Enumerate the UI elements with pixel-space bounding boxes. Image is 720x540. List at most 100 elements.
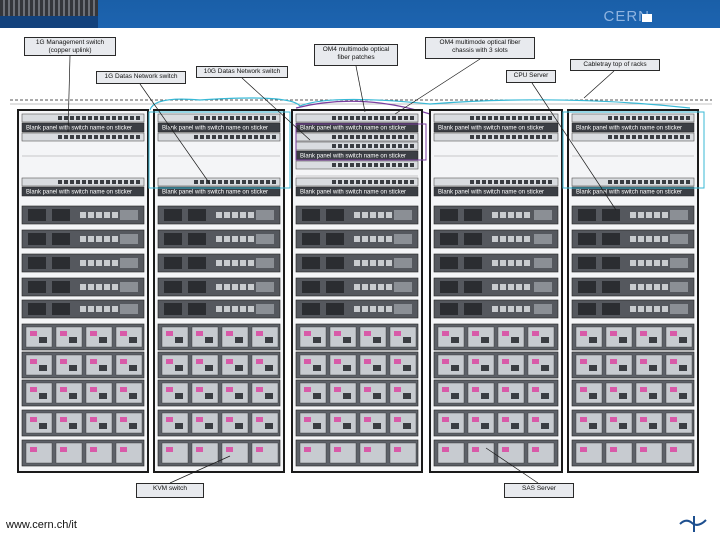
switch-port bbox=[494, 135, 498, 139]
server-psu bbox=[326, 233, 344, 245]
switch-port bbox=[500, 116, 504, 120]
switch-port bbox=[392, 163, 396, 167]
switch-port bbox=[94, 180, 98, 184]
switch-port bbox=[524, 180, 528, 184]
server-port bbox=[654, 306, 660, 312]
kvm-bay bbox=[389, 442, 417, 464]
switch-port bbox=[404, 116, 408, 120]
blank-panel-label: Blank panel with switch name on sticker bbox=[438, 126, 544, 132]
sas-connector bbox=[472, 417, 479, 422]
switch-port bbox=[338, 116, 342, 120]
server-psu bbox=[164, 281, 182, 293]
server-port bbox=[216, 306, 222, 312]
switch-port bbox=[608, 116, 612, 120]
sas-connector bbox=[256, 387, 263, 392]
switch-port bbox=[260, 135, 264, 139]
server-psu bbox=[52, 209, 70, 221]
server-port bbox=[500, 306, 506, 312]
blank-panel-label: Blank panel with switch name on sticker bbox=[300, 190, 406, 196]
switch-port bbox=[344, 116, 348, 120]
switch-port bbox=[686, 135, 690, 139]
blank-panel bbox=[21, 122, 145, 133]
sas-connector bbox=[670, 359, 677, 364]
server-card bbox=[534, 210, 552, 220]
switch-port bbox=[410, 180, 414, 184]
server-port bbox=[96, 236, 102, 242]
switch-port bbox=[254, 180, 258, 184]
switch-port bbox=[368, 180, 372, 184]
server-port bbox=[362, 306, 368, 312]
sas-connector bbox=[196, 417, 203, 422]
switch-port bbox=[674, 135, 678, 139]
switch-port bbox=[266, 135, 270, 139]
switch-port bbox=[82, 116, 86, 120]
kvm-bay bbox=[437, 442, 465, 464]
switch-port bbox=[362, 144, 366, 148]
sas-connector bbox=[226, 387, 233, 392]
server-card bbox=[670, 210, 688, 220]
server-psu bbox=[302, 209, 320, 221]
server-port bbox=[96, 212, 102, 218]
server-psu bbox=[28, 233, 46, 245]
switch-port bbox=[398, 180, 402, 184]
sas-port bbox=[451, 365, 459, 371]
server-port bbox=[386, 260, 392, 266]
switch-port bbox=[130, 180, 134, 184]
switch-port bbox=[380, 135, 384, 139]
blank-panel-label: Blank panel with switch name on sticker bbox=[438, 190, 544, 196]
sas-connector bbox=[334, 417, 341, 422]
kvm-connector bbox=[90, 447, 97, 452]
switch-port bbox=[506, 135, 510, 139]
switch-port bbox=[476, 180, 480, 184]
server-port bbox=[516, 306, 522, 312]
server-port bbox=[630, 284, 636, 290]
callout-pointer bbox=[583, 70, 615, 99]
switch-port bbox=[404, 163, 408, 167]
switch-port bbox=[386, 180, 390, 184]
kvm-connector bbox=[30, 447, 37, 452]
switch-port bbox=[374, 144, 378, 148]
sas-port bbox=[511, 423, 519, 429]
switch-port bbox=[88, 116, 92, 120]
switch-port bbox=[536, 116, 540, 120]
server-port bbox=[370, 284, 376, 290]
switch-port bbox=[338, 135, 342, 139]
switch-port bbox=[212, 135, 216, 139]
server-port bbox=[112, 306, 118, 312]
switch-port bbox=[494, 180, 498, 184]
server-psu bbox=[578, 303, 596, 315]
callout-pointer bbox=[531, 82, 617, 211]
switch-port bbox=[668, 135, 672, 139]
server-port bbox=[630, 236, 636, 242]
sas-port bbox=[175, 365, 183, 371]
server-port bbox=[104, 260, 110, 266]
server-port bbox=[216, 236, 222, 242]
server-port bbox=[500, 236, 506, 242]
sas-connector bbox=[60, 331, 67, 336]
callout-kvm-switch: KVM switch bbox=[136, 483, 204, 498]
switch-port bbox=[410, 116, 414, 120]
switch-port bbox=[362, 135, 366, 139]
sas-connector bbox=[364, 331, 371, 336]
switch-port bbox=[218, 116, 222, 120]
server-psu bbox=[578, 257, 596, 269]
rack-5: Blank panel with switch name on stickerB… bbox=[567, 109, 699, 473]
sas-connector bbox=[670, 331, 677, 336]
server-psu bbox=[188, 281, 206, 293]
server-port bbox=[224, 306, 230, 312]
server-psu bbox=[302, 303, 320, 315]
switch-port bbox=[344, 144, 348, 148]
sas-connector bbox=[502, 417, 509, 422]
kvm-bay bbox=[527, 442, 555, 464]
sas-connector bbox=[580, 387, 587, 392]
sas-port bbox=[679, 365, 687, 371]
switch-port bbox=[650, 180, 654, 184]
switch-port bbox=[338, 180, 342, 184]
callout-sas-server: SAS Server bbox=[504, 483, 574, 498]
switch-port bbox=[548, 180, 552, 184]
sas-port bbox=[69, 365, 77, 371]
switch-port bbox=[518, 180, 522, 184]
sas-port bbox=[679, 423, 687, 429]
kvm-bay bbox=[467, 442, 495, 464]
switch-port bbox=[638, 116, 642, 120]
